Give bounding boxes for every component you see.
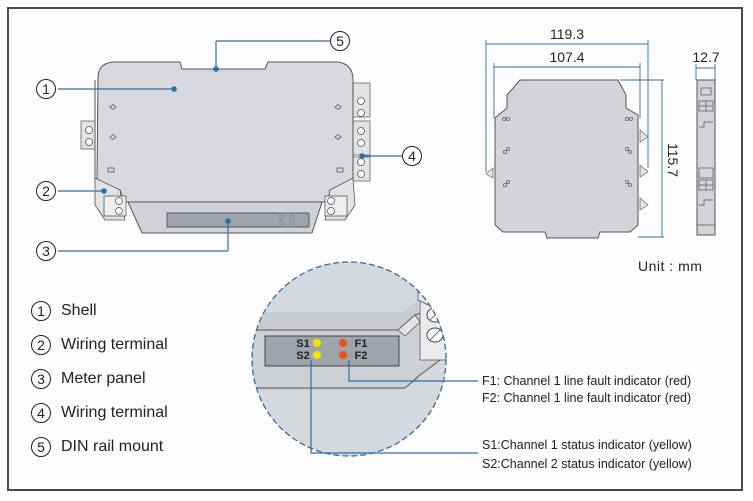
legend-label: Shell bbox=[61, 302, 97, 319]
legend-label: Meter panel bbox=[61, 370, 146, 387]
callout-3-meter-panel: 3 bbox=[36, 241, 56, 261]
legend-number: 5 bbox=[31, 437, 51, 457]
right-front-terminal bbox=[324, 177, 356, 221]
left-front-terminal bbox=[94, 177, 127, 221]
left-rear-terminal bbox=[80, 120, 96, 150]
callout-5-din-rail-mount: 5 bbox=[330, 31, 350, 51]
note-f2: F2: Channel 1 line fault indicator (red) bbox=[482, 391, 692, 405]
device-side-view bbox=[696, 79, 716, 236]
dimension-lines bbox=[485, 40, 716, 238]
indicator-zoom-detail: S1 S2 F1 F2 bbox=[251, 261, 447, 457]
legend-item: 5 DIN rail mount bbox=[31, 430, 168, 464]
dim-overall-width: 119.3 bbox=[550, 26, 584, 42]
indicator-label-s1: S1 bbox=[296, 338, 309, 350]
legend-label: Wiring terminal bbox=[61, 336, 168, 353]
legend-number: 2 bbox=[31, 335, 51, 355]
device-perspective-view bbox=[80, 61, 371, 234]
dim-thickness: 12.7 bbox=[692, 49, 719, 65]
note-s1: S1:Channel 1 status indicator (yellow) bbox=[482, 438, 692, 452]
legend-number: 4 bbox=[31, 403, 51, 423]
dim-body-width: 107.4 bbox=[549, 49, 584, 65]
meter-panel-window bbox=[166, 212, 310, 228]
fault-led-f2 bbox=[339, 351, 347, 359]
note-s2: S2:Channel 2 status indicator (yellow) bbox=[482, 457, 692, 471]
callout-2-wiring-terminal: 2 bbox=[36, 181, 56, 201]
device-shell bbox=[96, 61, 354, 203]
status-led-s1 bbox=[313, 339, 321, 347]
fault-led-f1 bbox=[339, 339, 347, 347]
device-front-view bbox=[485, 79, 649, 239]
mounting-holes bbox=[107, 103, 344, 173]
indicator-label-f2: F2 bbox=[355, 350, 368, 362]
legend-number: 1 bbox=[31, 301, 51, 321]
legend-number: 3 bbox=[31, 369, 51, 389]
status-indicator-notes: S1:Channel 1 status indicator (yellow) S… bbox=[482, 436, 692, 474]
indicator-label-s2: S2 bbox=[296, 350, 309, 362]
callout-leaders bbox=[58, 40, 402, 252]
legend-item: 4 Wiring terminal bbox=[31, 396, 168, 430]
unit-label: Unit : mm bbox=[638, 258, 703, 274]
callout-4-wiring-terminal: 4 bbox=[402, 146, 422, 166]
legend-item: 1 Shell bbox=[31, 294, 168, 328]
indicator-label-f1: F1 bbox=[355, 338, 368, 350]
fault-indicator-notes: F1: Channel 1 line fault indicator (red)… bbox=[482, 373, 691, 407]
legend-item: 2 Wiring terminal bbox=[31, 328, 168, 362]
note-leaders bbox=[310, 360, 478, 454]
component-legend: 1 Shell 2 Wiring terminal 3 Meter panel … bbox=[31, 294, 168, 464]
legend-label: DIN rail mount bbox=[61, 438, 164, 455]
dim-height: 115.7 bbox=[665, 143, 681, 177]
right-terminal-blocks bbox=[352, 82, 371, 182]
legend-item: 3 Meter panel bbox=[31, 362, 168, 396]
legend-label: Wiring terminal bbox=[61, 404, 168, 421]
callout-1-shell: 1 bbox=[36, 79, 56, 99]
note-f1: F1: Channel 1 line fault indicator (red) bbox=[482, 374, 692, 388]
status-led-s2 bbox=[313, 351, 321, 359]
